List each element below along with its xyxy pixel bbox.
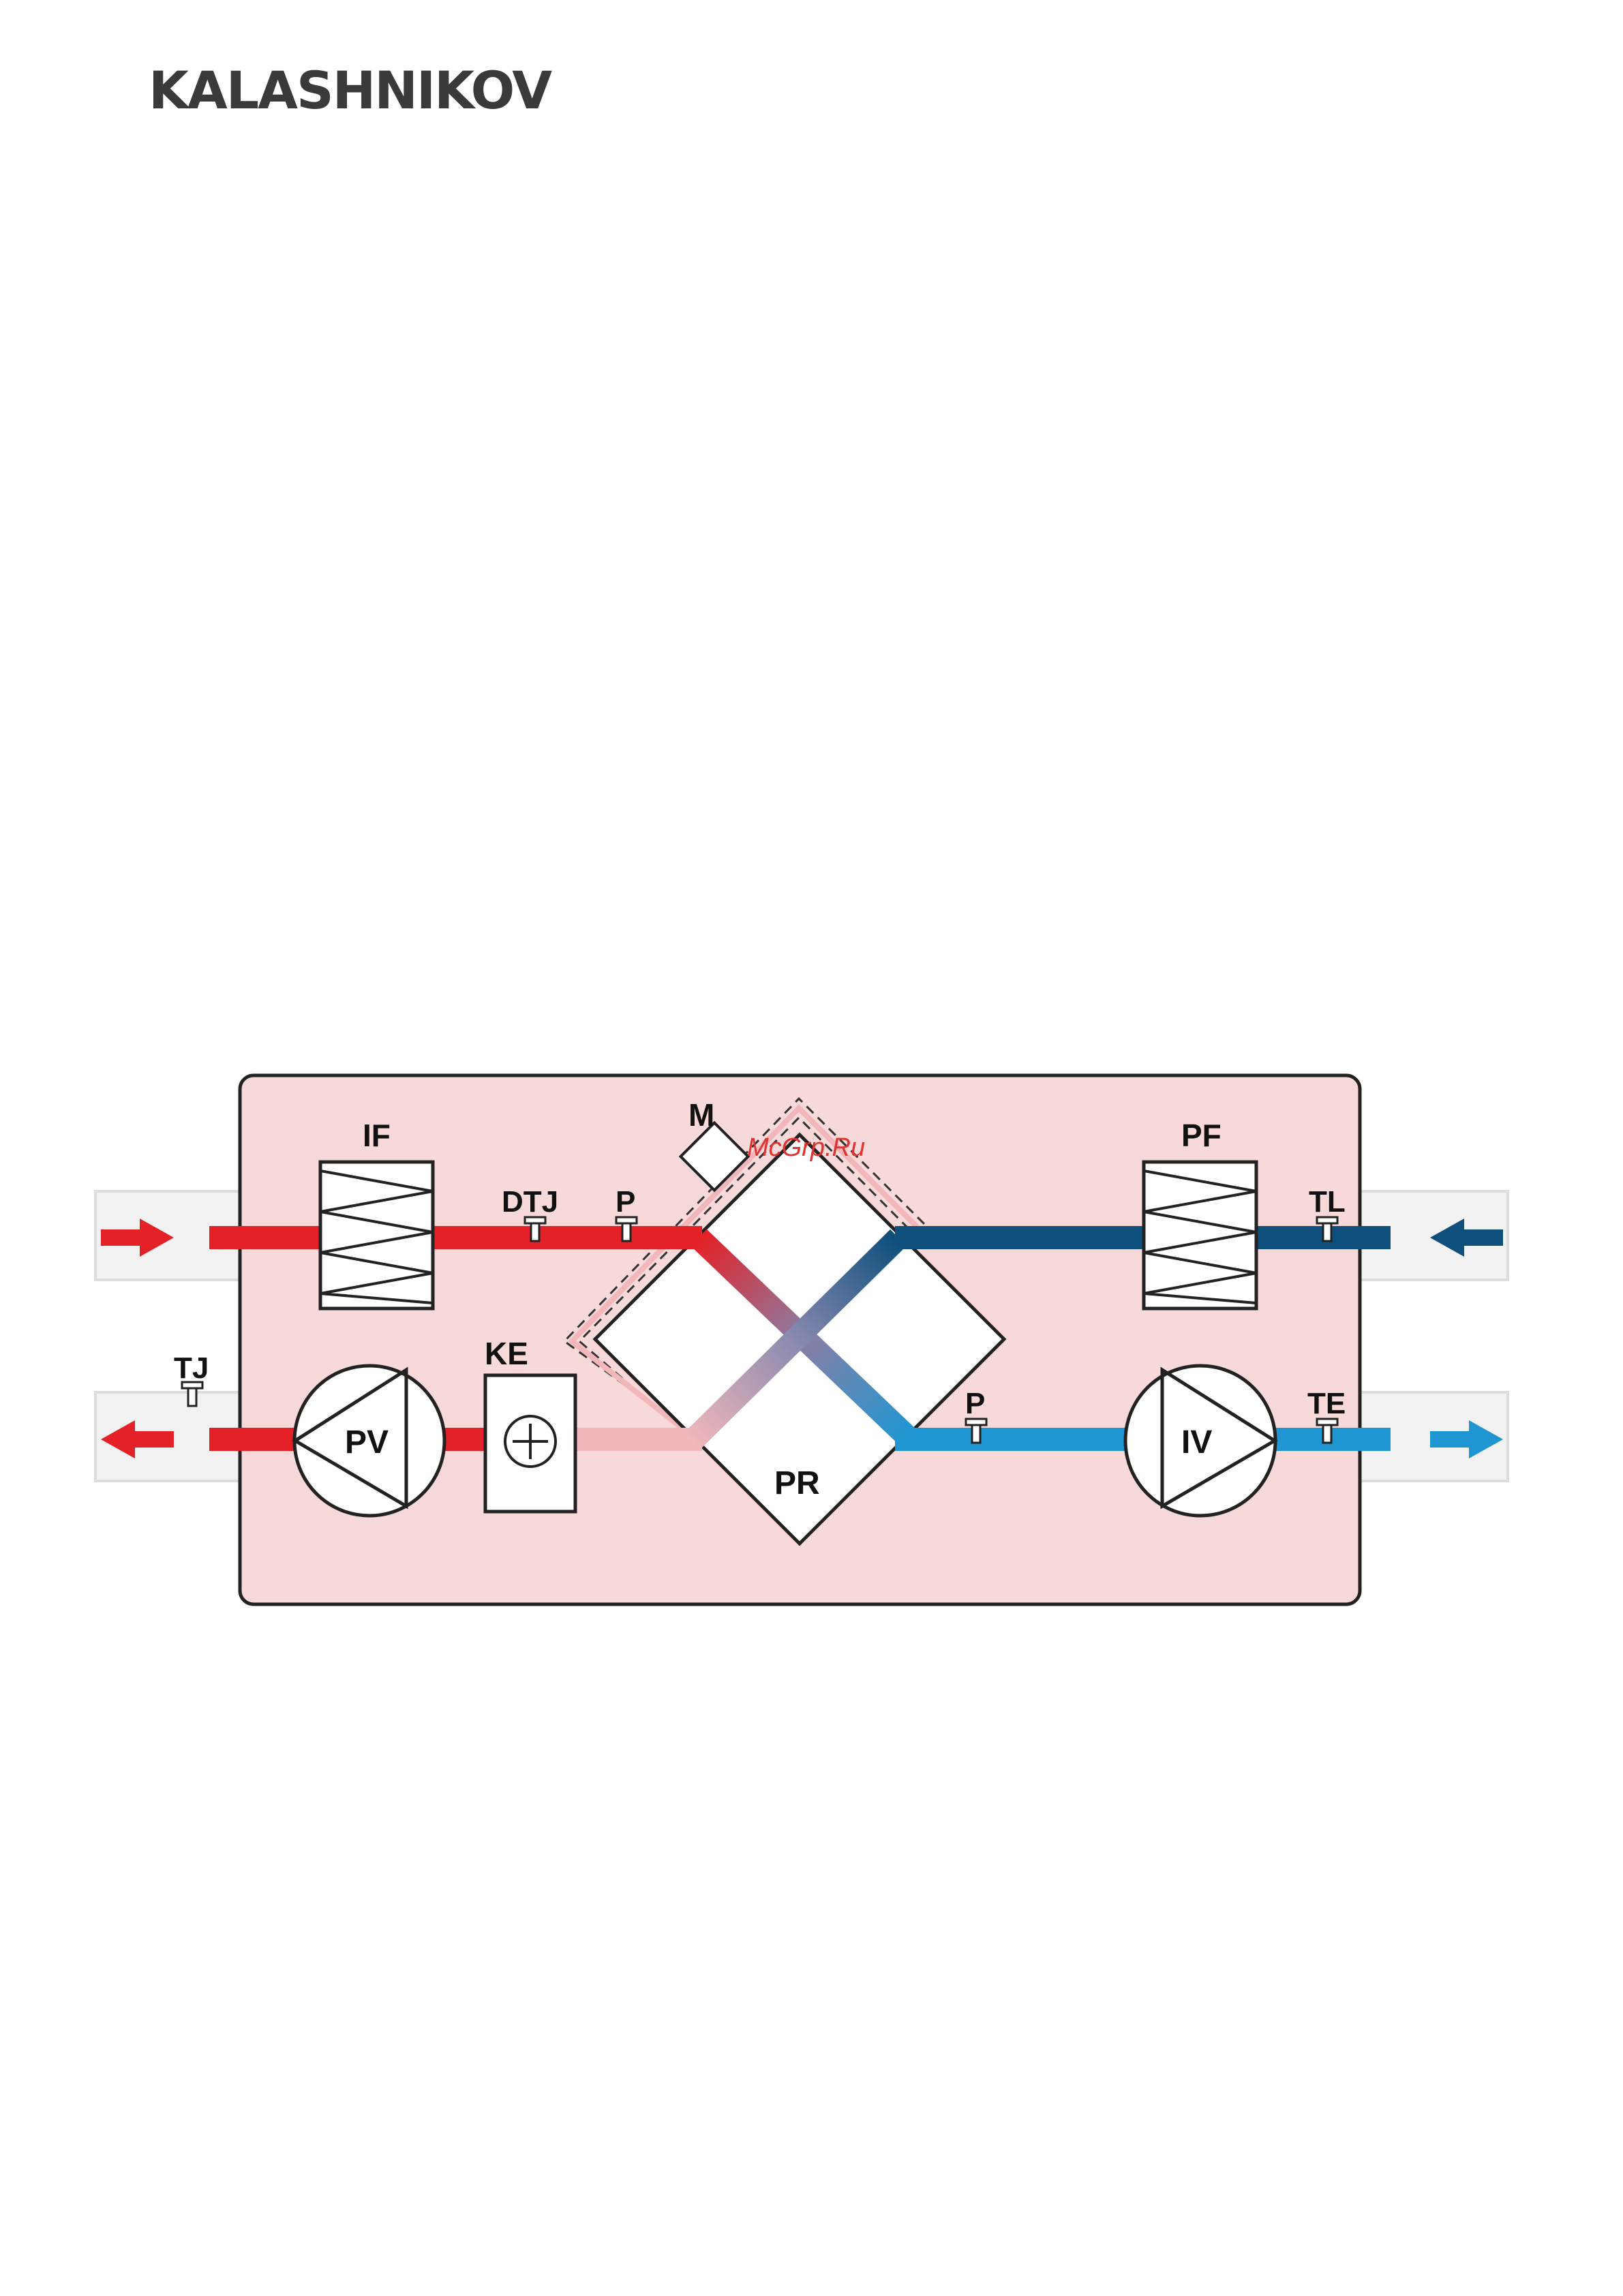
label-m: M [688,1097,714,1133]
watermark: McGrp.Ru [747,1133,865,1162]
label-iv: IV [1181,1424,1212,1460]
label-if: IF [363,1118,391,1153]
heater-ke [485,1375,575,1512]
label-pv: PV [345,1424,389,1460]
label-pf: PF [1181,1118,1222,1153]
label-pr: PR [774,1465,820,1501]
filter-pf [1144,1162,1256,1308]
label-ke: KE [485,1336,528,1371]
label-p-bottom: P [965,1387,985,1420]
label-dtj: DTJ [502,1185,558,1219]
filter-if [320,1162,433,1308]
label-tl: TL [1309,1185,1346,1219]
label-tj: TJ [174,1351,209,1385]
label-p-top: P [616,1185,635,1219]
label-te: TE [1307,1387,1346,1420]
